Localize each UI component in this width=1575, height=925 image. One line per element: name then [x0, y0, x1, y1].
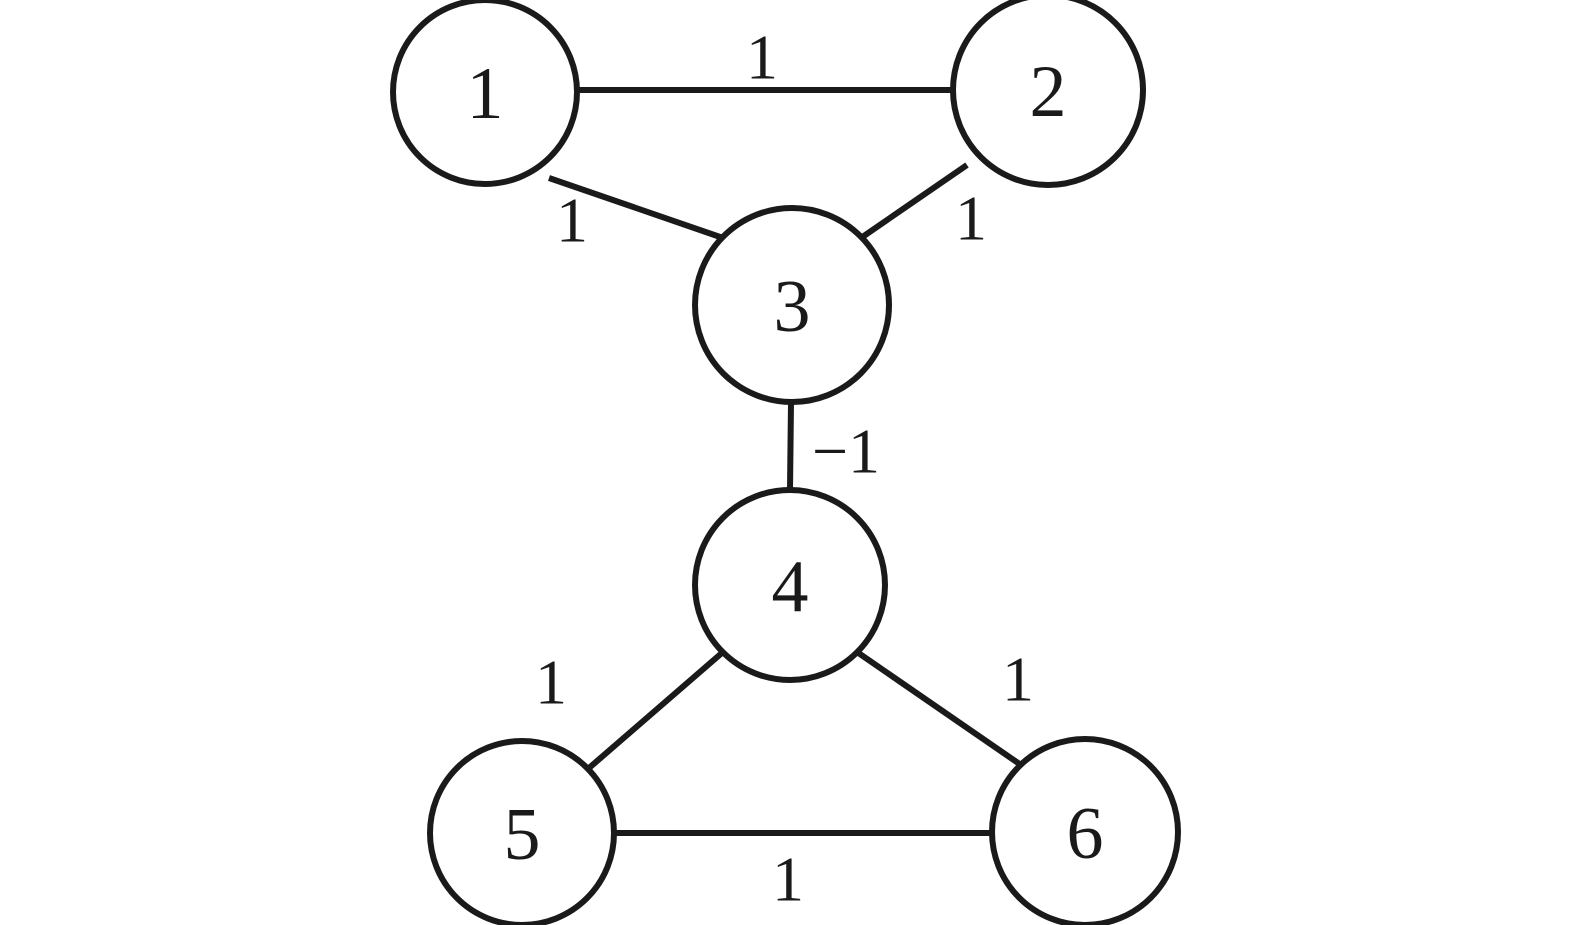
- edge-weight-label-4-6: 1: [1002, 644, 1034, 715]
- node-circle-5[interactable]: [427, 738, 617, 925]
- graph-node-1[interactable]: 1: [390, 0, 580, 187]
- node-label-1: 1: [467, 53, 504, 135]
- edge-weight-label-1-3: 1: [556, 185, 588, 256]
- edges-layer: [548, 87, 1023, 836]
- graph-edge-4-5: [587, 649, 725, 771]
- node-label-3: 3: [774, 266, 811, 348]
- graph-edge-3-4: [787, 401, 794, 491]
- graph-node-4[interactable]: 4: [692, 487, 888, 683]
- node-label-6: 6: [1067, 793, 1104, 875]
- node-label-5: 5: [504, 794, 541, 876]
- graph-edge-4-6: [855, 649, 1023, 768]
- node-circle-6[interactable]: [989, 736, 1181, 925]
- edge-weight-label-1-2: 1: [746, 22, 778, 93]
- graph-node-3[interactable]: 3: [692, 205, 892, 405]
- graph-node-5[interactable]: 5: [427, 738, 617, 925]
- edge-weight-label-3-4: −1: [812, 416, 880, 487]
- edge-weight-label-5-6: 1: [772, 844, 804, 915]
- node-circle-3[interactable]: [692, 205, 892, 405]
- node-label-4: 4: [772, 546, 809, 628]
- graph-edge-1-3: [548, 175, 727, 242]
- graph-node-2[interactable]: 2: [950, 0, 1146, 188]
- edge-labels-layer: 1 1 1 −1 1 1 1: [535, 22, 1034, 915]
- graph-edge-2-3: [856, 162, 969, 243]
- edge-weight-label-4-5: 1: [535, 647, 567, 718]
- node-circle-4[interactable]: [692, 487, 888, 683]
- graph-node-6[interactable]: 6: [989, 736, 1181, 925]
- node-circle-2[interactable]: [950, 0, 1146, 188]
- edge-weight-label-2-3: 1: [955, 183, 987, 254]
- node-circle-1[interactable]: [390, 0, 580, 187]
- node-label-2: 2: [1030, 51, 1067, 133]
